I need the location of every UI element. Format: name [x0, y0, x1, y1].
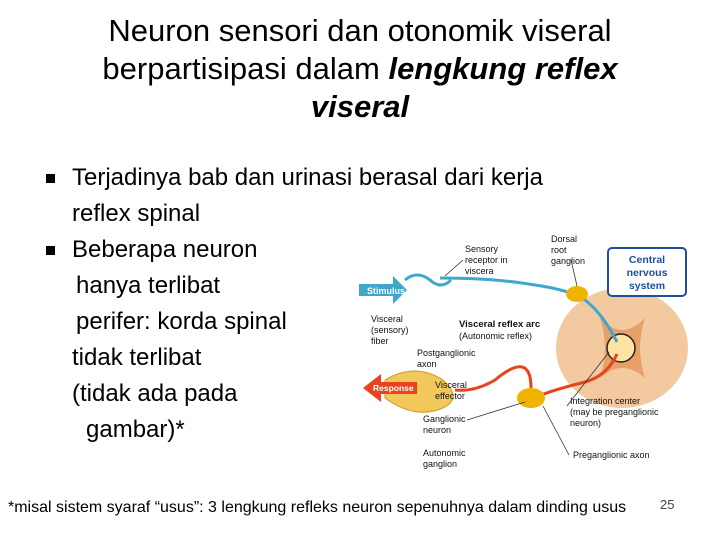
response-arrow: [363, 374, 417, 402]
leader-lines: [444, 259, 610, 456]
leader-line: [570, 259, 578, 287]
response-label: Response: [373, 383, 414, 393]
visceral-sensory-label-1: Visceral: [371, 314, 403, 324]
bullet-2: Beberapa neuron hanya terlibat perifer: …: [44, 232, 644, 448]
title-line-2: berpartisipasi dalam lengkung reflex: [0, 50, 720, 88]
bullet-1-line-2: reflex spinal: [72, 200, 201, 227]
visceral-effector-label-2: effector: [435, 391, 465, 401]
footnote: *misal sistem syaraf “usus”: 3 lengkung …: [8, 499, 627, 516]
bullet-2-line-1: Beberapa neuron: [72, 236, 258, 263]
autonomic-ganglion-label-2: ganglion: [423, 459, 457, 469]
cns-label-1: Central: [629, 254, 665, 266]
bullet-square-icon: [46, 174, 55, 183]
integration-label-1: Integration center: [570, 396, 640, 406]
bullet-2-line-5: (tidak ada pada: [72, 380, 238, 407]
preganglionic-label: Preganglionic axon: [573, 450, 650, 460]
leader-line: [444, 259, 464, 277]
title-line-1: Neuron sensori dan otonomik viseral: [108, 13, 612, 48]
reflex-arc-label-2: (Autonomic reflex): [459, 331, 532, 341]
visceral-sensory-label-3: fiber: [371, 336, 389, 346]
bullet-list: Terjadinya bab dan urinasi berasal dari …: [44, 160, 644, 448]
postganglionic-label-2: axon: [417, 359, 437, 369]
sensory-receptor-label-3: viscera: [465, 266, 494, 276]
visceral-effector-label-1: Visceral: [435, 380, 467, 390]
dorsal-root-label-3: ganglion: [551, 256, 585, 266]
page-number: 25: [660, 497, 675, 512]
sensory-receptor-label-2: receptor in: [465, 255, 508, 265]
cns-box: [607, 247, 687, 297]
bullet-2-line-3: perifer: korda spinal: [76, 308, 287, 335]
dorsal-root-label-1: Dorsal: [551, 234, 577, 244]
leader-line: [566, 351, 610, 407]
sensory-receptor-label-1: Sensory: [465, 244, 499, 254]
ganglionic-neuron-label-1: Ganglionic: [423, 414, 466, 424]
bullet-square-icon: [46, 246, 55, 255]
integration-label-2: (may be preganglionic: [570, 407, 659, 417]
dorsal-root-ganglion-shape: [566, 286, 588, 302]
bullet-2-line-2: hanya terlibat: [76, 272, 221, 299]
stimulus-label: Stimulus: [367, 286, 405, 296]
diagram-labels: Sensory receptor in viscera Dorsal root …: [371, 234, 659, 469]
reflex-arc-label-1: Visceral reflex arc: [459, 319, 540, 330]
ganglionic-neuron-label-2: neuron: [423, 425, 451, 435]
autonomic-ganglion-label-1: Autonomic: [423, 448, 466, 458]
leader-line: [466, 401, 526, 421]
visceral-sensory-label-2: (sensory): [371, 325, 409, 335]
postganglionic-label-1: Postganglionic: [417, 348, 476, 358]
title-line-3: viseral: [0, 88, 720, 126]
integration-center-circle: [606, 333, 636, 363]
visceral-effector-shape: [384, 370, 454, 413]
cns-label-3: system: [629, 280, 665, 292]
sensory-receptor-shape: [404, 273, 453, 287]
title-line-3-emphasis: viseral: [310, 89, 410, 124]
title-line-2-emphasis: lengkung reflex: [388, 51, 618, 86]
bullet-1: Terjadinya bab dan urinasi berasal dari …: [44, 160, 644, 232]
autonomic-ganglion-shape: [517, 388, 545, 408]
bullet-1-line-1: Terjadinya bab dan urinasi berasal dari …: [72, 164, 543, 191]
sensory-fiber-line: [439, 276, 619, 343]
postganglionic-axon-line: [454, 365, 533, 392]
integration-label-3: neuron): [570, 418, 601, 428]
bullet-2-line-6: gambar)*: [86, 416, 185, 443]
leader-line: [542, 405, 570, 456]
dorsal-root-label-2: root: [551, 245, 567, 255]
cns-label-2: nervous: [627, 267, 668, 279]
bullet-2-line-4: tidak terlibat: [72, 344, 202, 371]
stimulus-arrow: [359, 276, 407, 304]
visceral-reflex-arc-diagram: Central nervous system Stimulus Response…: [359, 234, 688, 469]
title-line-2-plain: berpartisipasi dalam: [102, 51, 389, 86]
slide-title: Neuron sensori dan otonomik viseral berp…: [0, 12, 720, 126]
